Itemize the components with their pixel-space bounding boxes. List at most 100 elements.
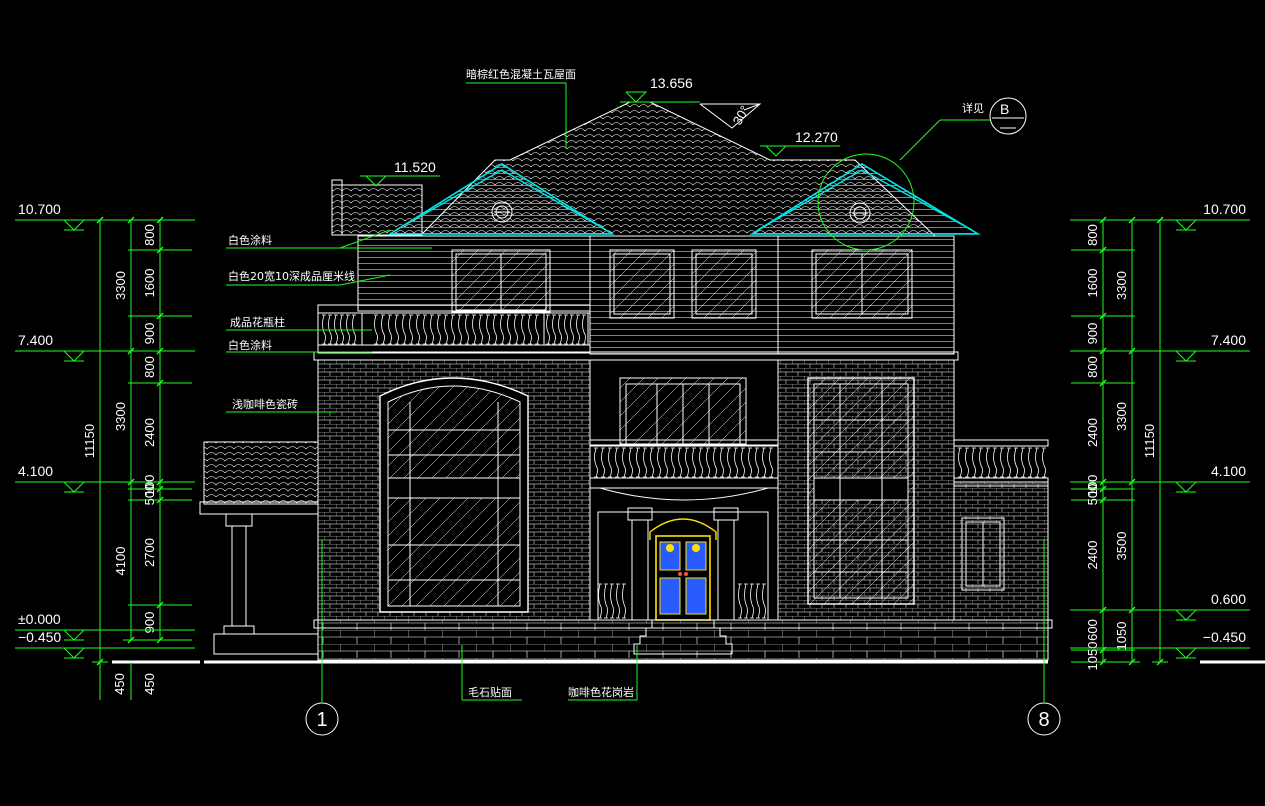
baluster: [514, 314, 518, 345]
baluster: [1007, 447, 1011, 478]
dim-right-total: 11150: [1142, 424, 1157, 458]
right-tall-window: [807, 377, 915, 605]
dim-right-inner: 2400: [1085, 418, 1100, 447]
level-mark-left: 7.400: [18, 332, 53, 348]
baluster: [748, 447, 752, 478]
baluster: [972, 447, 976, 478]
baluster: [616, 583, 620, 619]
baluster: [986, 447, 990, 478]
detail-ref: B: [1000, 101, 1009, 117]
baluster: [598, 583, 602, 619]
note-paint-1: 白色涂料: [228, 233, 272, 247]
note-baluster: 成品花瓶柱: [230, 315, 285, 329]
baluster: [993, 447, 997, 478]
dim-right-inner: 1600: [1085, 269, 1100, 298]
baluster: [657, 447, 661, 478]
grid-axes: 1 8: [305, 540, 1061, 736]
annotations: 暗棕红色混凝土瓦屋面 详见 B 白色涂料 白色20宽10深成品厘米线 成品花瓶柱…: [226, 67, 1027, 701]
note-paint-2: 白色涂料: [228, 338, 272, 352]
left-porch: [199, 441, 319, 655]
baluster: [328, 314, 332, 345]
center-window: [619, 377, 747, 445]
baluster: [334, 314, 338, 345]
dim-right-inner: 500: [1085, 484, 1100, 506]
dim-left-inner: 800: [142, 356, 157, 378]
note-cornice: 白色20宽10深成品厘米线: [228, 269, 355, 283]
dim-left-bottom: 450: [112, 673, 127, 695]
baluster: [564, 314, 568, 345]
building: [112, 101, 1265, 664]
dim-right-inner: 600: [1085, 619, 1100, 641]
baluster: [465, 314, 469, 345]
baluster: [762, 447, 766, 478]
baluster: [346, 314, 350, 345]
baluster: [528, 314, 532, 345]
baluster: [402, 314, 406, 345]
baluster: [451, 314, 455, 345]
dim-left-inner: 100: [142, 475, 157, 497]
baluster: [706, 447, 710, 478]
baluster: [388, 314, 392, 345]
baluster: [713, 447, 717, 478]
baluster: [1014, 447, 1018, 478]
baluster: [720, 447, 724, 478]
right-gable: [749, 163, 981, 235]
dim-left-mid: 4100: [113, 547, 128, 576]
axis-8-circle: [1027, 702, 1061, 736]
dim-left-total: 11150: [82, 424, 97, 458]
arched-window: [379, 377, 529, 613]
level-mark-left: ±0.000: [18, 611, 61, 627]
baluster: [472, 314, 476, 345]
baluster: [1042, 447, 1046, 478]
dimension-chains: 8001600900800240010050027009003300330041…: [15, 201, 1250, 700]
baluster: [762, 583, 766, 619]
wall-center: [589, 359, 779, 446]
dim-right-inner: 100: [1085, 475, 1100, 497]
baluster: [409, 314, 413, 345]
level-mark-left: 10.700: [18, 201, 61, 217]
baluster: [769, 447, 773, 478]
baluster: [493, 314, 497, 345]
baluster: [979, 447, 983, 478]
baluster: [750, 583, 754, 619]
level-mark-right: 4.100: [1211, 463, 1246, 479]
baluster: [594, 447, 598, 478]
upper-balcony: [317, 304, 591, 354]
dim-left-inner: 2400: [142, 418, 157, 447]
baluster: [622, 583, 626, 619]
axis-8-label: 8: [1038, 709, 1049, 731]
middle-balcony: [589, 439, 779, 501]
dim-right-mid: 3500: [1114, 532, 1129, 561]
dim-right-mid: 1050: [1114, 622, 1129, 651]
level-mark-left: 4.100: [18, 463, 53, 479]
baluster: [558, 314, 562, 345]
dim-left-mid: 3300: [113, 271, 128, 300]
level-mark-right: −0.450: [1203, 629, 1246, 645]
level-mark-right: 10.700: [1203, 201, 1246, 217]
baluster: [958, 447, 962, 478]
baluster: [507, 314, 511, 345]
dim-left-inner: 1600: [142, 269, 157, 298]
baluster: [500, 314, 504, 345]
baluster: [636, 447, 640, 478]
baluster: [601, 447, 605, 478]
baluster: [610, 583, 614, 619]
dim-left-inner: 500: [142, 484, 157, 506]
roof-level-11520: 11.520: [394, 159, 436, 175]
dim-left-inner: 2700: [142, 538, 157, 567]
dim-left-bottom: 450: [142, 673, 157, 695]
baluster: [650, 447, 654, 478]
baluster: [1028, 447, 1032, 478]
baluster: [582, 314, 586, 345]
note-tile: 浅咖啡色瓷砖: [232, 397, 298, 411]
baluster: [664, 447, 668, 478]
upper-windows: [451, 249, 913, 319]
roof-level-12270: 12.270: [795, 129, 838, 145]
baluster: [671, 447, 675, 478]
dim-right-inner: 1050: [1085, 642, 1100, 671]
dim-right-inner: 2400: [1085, 541, 1100, 570]
dim-left-mid: 3300: [113, 402, 128, 431]
right-balcony: [953, 439, 1049, 487]
dim-right-inner: 800: [1085, 356, 1100, 378]
baluster: [965, 447, 969, 478]
